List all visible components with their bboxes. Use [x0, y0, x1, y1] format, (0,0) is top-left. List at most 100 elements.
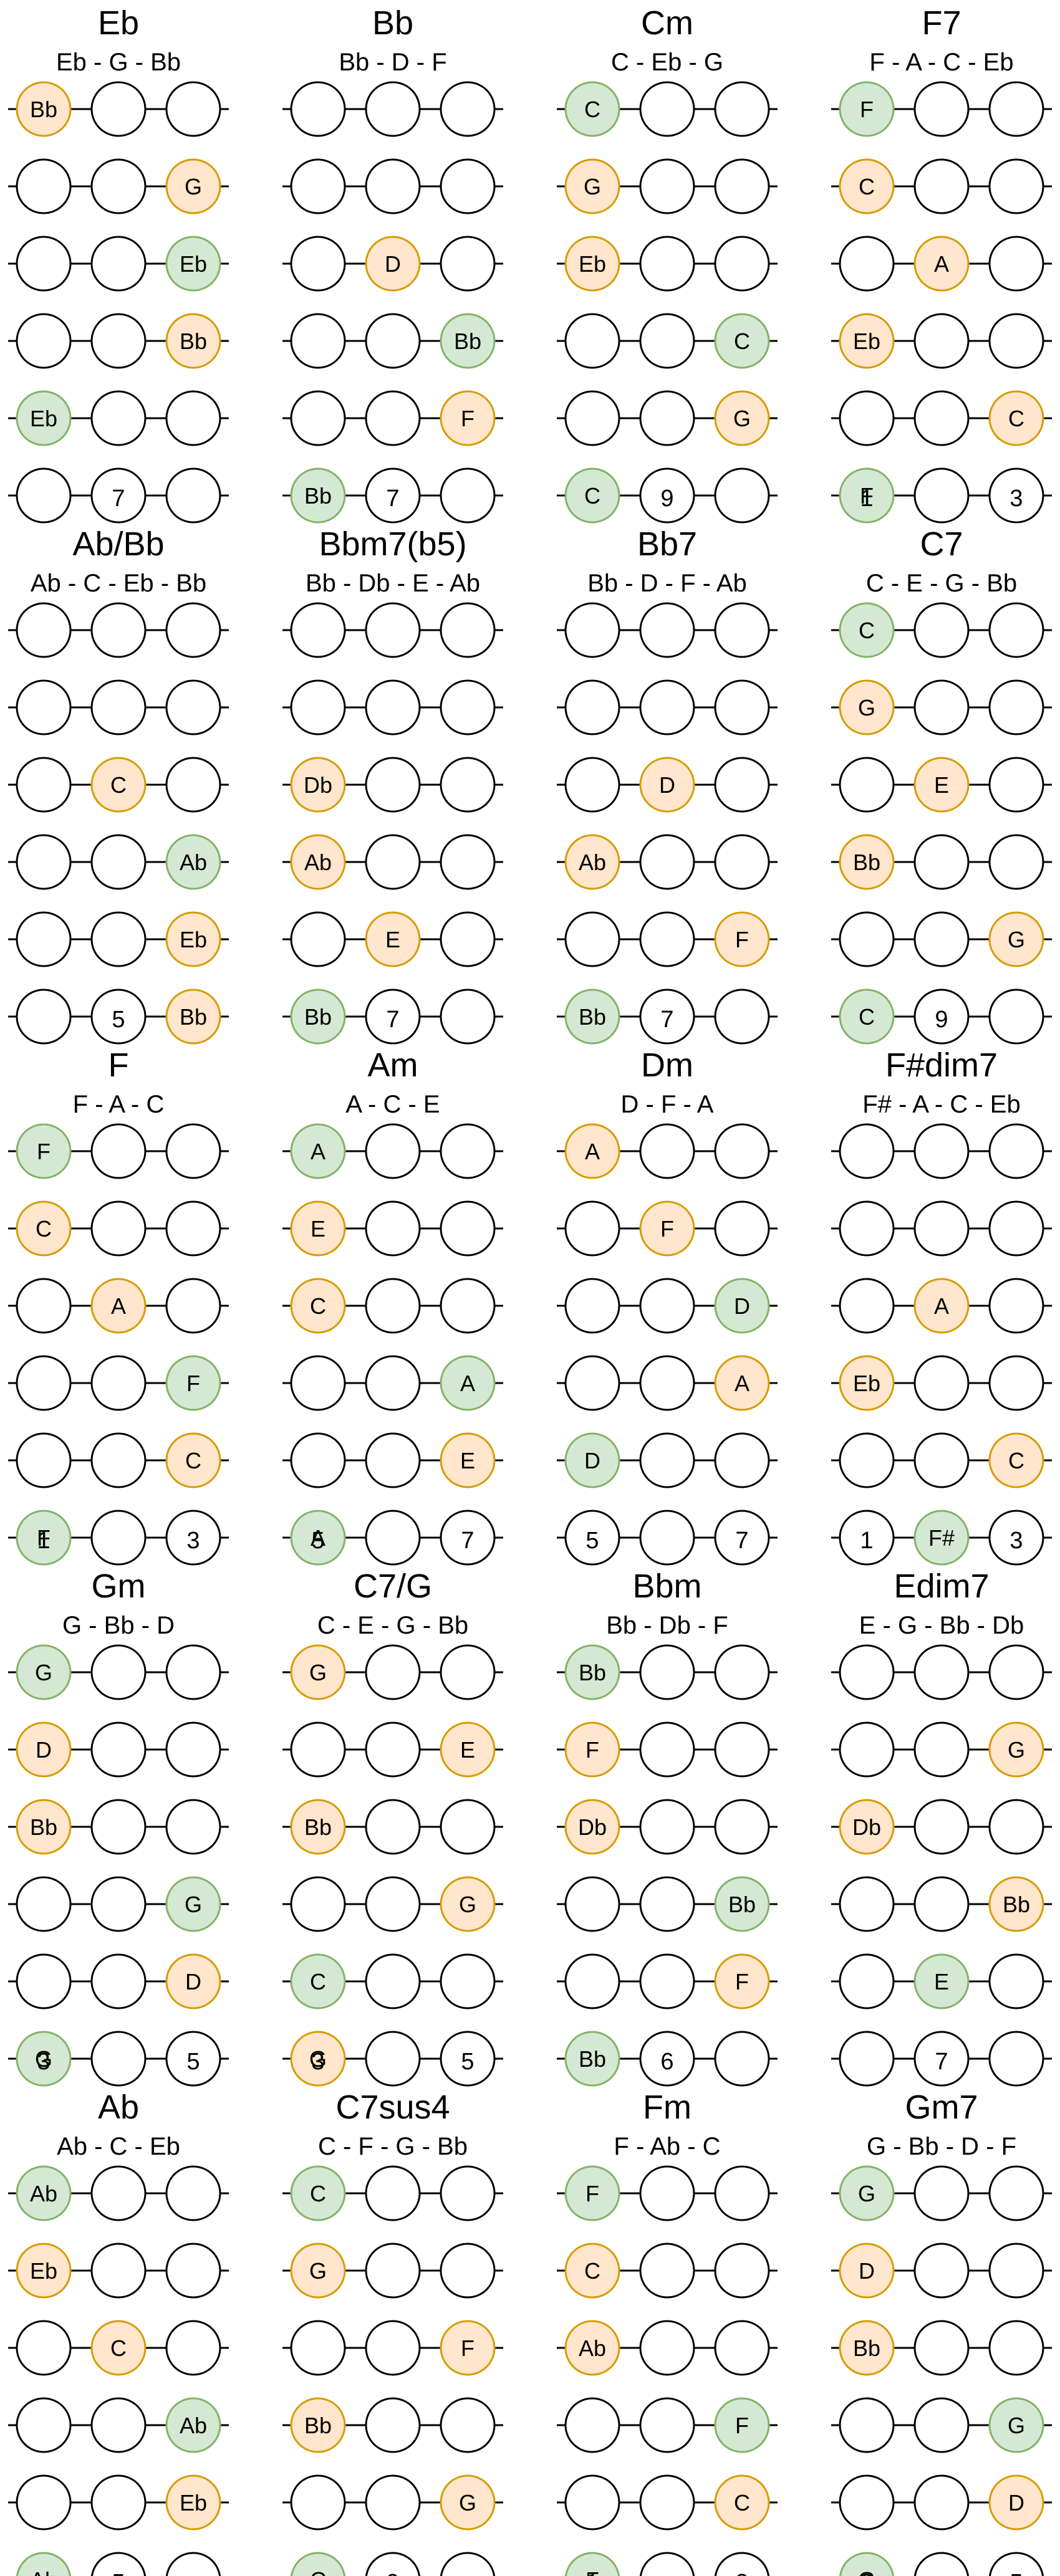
chord-notes: Bb - D - F - Ab — [587, 570, 747, 597]
root-note-dot — [839, 2165, 895, 2221]
note-label: Eb — [853, 328, 880, 354]
empty-fret-circle — [564, 1876, 620, 1932]
empty-fret-circle — [165, 2552, 221, 2576]
note-label: Bb — [30, 97, 57, 122]
empty-fret-circle — [913, 390, 970, 446]
empty-fret-circle — [90, 1799, 147, 1855]
empty-fret-circle — [639, 1355, 695, 1411]
empty-fret-circle — [440, 911, 496, 967]
empty-fret-circle — [839, 757, 895, 813]
note-label: C — [36, 1216, 52, 1242]
empty-fret-circle — [639, 158, 695, 214]
note-label: A — [311, 1139, 325, 1164]
empty-fret-circle — [165, 467, 221, 524]
chord-tone-dot — [165, 313, 221, 369]
chord-tone-dot — [16, 1200, 72, 1257]
chord-name: Gm7 — [905, 2089, 978, 2126]
chord-tone-dot — [165, 2474, 221, 2531]
chord-notes: G - Bb - D — [62, 1612, 175, 1639]
root-note-dot — [839, 602, 895, 658]
note-label: C — [734, 2490, 750, 2516]
note-label: C — [859, 1004, 875, 1030]
empty-fret-circle — [365, 467, 421, 524]
empty-fret-circle — [90, 1355, 147, 1411]
empty-fret-circle — [290, 1876, 346, 1932]
empty-fret-circle — [16, 1876, 72, 1932]
empty-fret-circle — [714, 1799, 770, 1855]
empty-fret-circle — [913, 81, 970, 137]
note-label: G — [309, 1660, 327, 1685]
empty-fret-circle — [564, 2397, 620, 2453]
root-note-dot — [290, 467, 346, 524]
empty-fret-circle — [90, 467, 147, 524]
chord-tone-dot — [564, 1721, 620, 1778]
fret-number: 7 — [386, 1007, 399, 1033]
root-note-dot — [564, 467, 620, 524]
note-label: E — [460, 1737, 475, 1763]
chord-name: Bb7 — [637, 525, 697, 563]
note-label: C — [185, 1448, 201, 1473]
root-note-dot — [16, 2552, 72, 2576]
chord-notes: F# - A - C - Eb — [862, 1091, 1020, 1118]
chord-tone-dot — [165, 911, 221, 967]
note-label: F — [186, 1371, 200, 1396]
empty-fret-circle — [714, 2320, 770, 2376]
chord-tone-dot — [639, 757, 695, 813]
empty-fret-circle — [165, 2320, 221, 2376]
empty-fret-circle — [440, 158, 496, 214]
chord-tone-dot — [90, 1278, 147, 1334]
empty-fret-circle — [714, 1510, 770, 1566]
empty-fret-circle — [988, 1123, 1044, 1179]
fret-number: 7 — [386, 486, 399, 512]
empty-fret-circle — [440, 236, 496, 292]
empty-fret-circle — [564, 313, 620, 369]
note-label: F — [735, 2413, 749, 2438]
note-label: Bb — [180, 328, 207, 354]
empty-fret-circle — [988, 467, 1044, 524]
empty-fret-circle — [365, 1721, 421, 1778]
empty-fret-circle — [714, 679, 770, 735]
note-label: C — [310, 2181, 326, 2206]
empty-fret-circle — [16, 679, 72, 735]
empty-fret-circle — [16, 313, 72, 369]
empty-fret-circle — [16, 989, 72, 1045]
empty-fret-circle — [16, 2474, 72, 2531]
empty-fret-circle — [639, 2552, 695, 2576]
note-label: Eb — [180, 2490, 207, 2516]
root-note-dot — [290, 989, 346, 1045]
fret-number: 3 — [1009, 486, 1023, 512]
chord-tone-dot — [290, 2031, 346, 2087]
empty-fret-circle — [714, 81, 770, 137]
root-note-dot — [165, 1876, 221, 1932]
empty-fret-circle — [165, 81, 221, 137]
root-note-dot — [839, 2552, 895, 2576]
root-note-dot — [290, 2552, 346, 2576]
empty-fret-circle — [90, 1876, 147, 1932]
chord-tone-dot — [714, 911, 770, 967]
empty-fret-circle — [839, 1721, 895, 1778]
empty-fret-circle — [913, 2165, 970, 2221]
empty-fret-circle — [913, 834, 970, 890]
empty-fret-circle — [714, 1721, 770, 1778]
chord-notes: C - Eb - G — [611, 49, 723, 76]
empty-fret-circle — [988, 2031, 1044, 2087]
chord-tone-dot — [839, 1355, 895, 1411]
empty-fret-circle — [714, 989, 770, 1045]
note-label: G — [733, 406, 751, 431]
chord-tone-dot — [564, 158, 620, 214]
empty-fret-circle — [714, 2031, 770, 2087]
fret-number: 3 — [735, 2570, 748, 2576]
empty-fret-circle — [639, 1876, 695, 1932]
chord-name: Cm — [641, 4, 693, 42]
empty-fret-circle — [365, 602, 421, 658]
note-label: Db — [578, 1814, 607, 1840]
empty-fret-circle — [290, 911, 346, 967]
empty-fret-circle — [639, 602, 695, 658]
